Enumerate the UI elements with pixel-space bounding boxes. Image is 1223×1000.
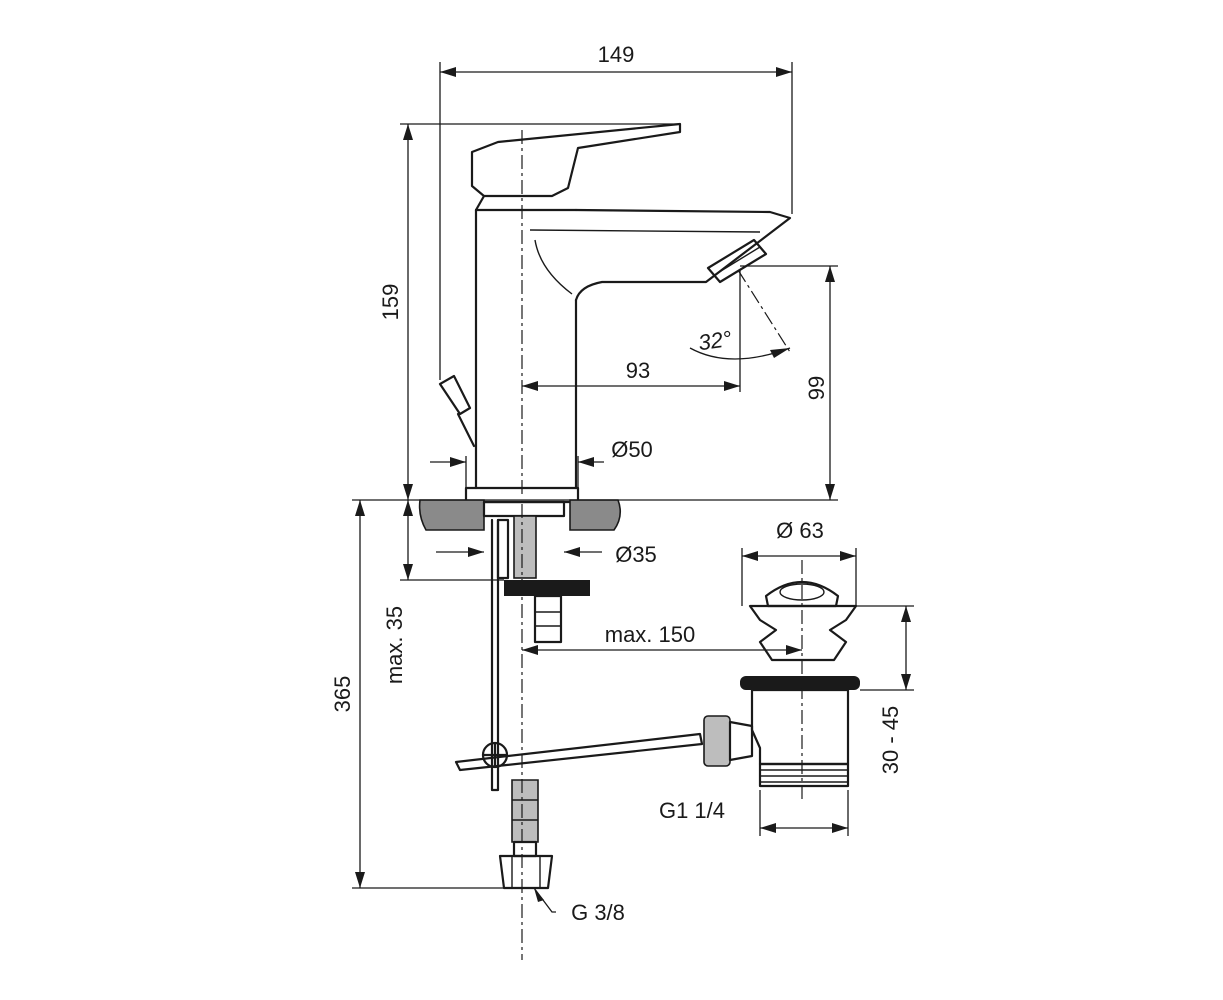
- center-lines: [521, 130, 803, 960]
- dim-max-distance-label: max. 150: [605, 622, 696, 647]
- dim-max-thickness-label: max. 35: [382, 606, 407, 684]
- dim-spout-reach-label: 93: [626, 358, 650, 383]
- thread-waste-label: G1 1/4: [659, 798, 725, 823]
- aerator: [706, 238, 768, 284]
- mounting-shank: [482, 500, 590, 644]
- dim-spout-height-label: 99: [804, 376, 829, 400]
- dim-waste-height-label: 30 - 45: [878, 706, 903, 775]
- dim-hole-diameter-label: Ø35: [615, 542, 657, 567]
- countertop-section: [352, 499, 838, 531]
- popup-rod: [454, 518, 704, 792]
- thread-supply-label: G 3/8: [571, 900, 625, 925]
- supply-hose: [498, 779, 554, 890]
- dim-width-total-label: 149: [598, 42, 635, 67]
- dim-height-total-label: 159: [378, 284, 403, 321]
- dim-angle-label: 32°: [697, 326, 734, 355]
- waste-fitting: [703, 580, 860, 788]
- dim-hose-length-label: 365: [330, 676, 355, 713]
- dim-waste-diameter-label: Ø 63: [776, 518, 824, 543]
- dim-base-diameter-label: Ø50: [611, 437, 653, 462]
- dimension-lines: [352, 62, 914, 913]
